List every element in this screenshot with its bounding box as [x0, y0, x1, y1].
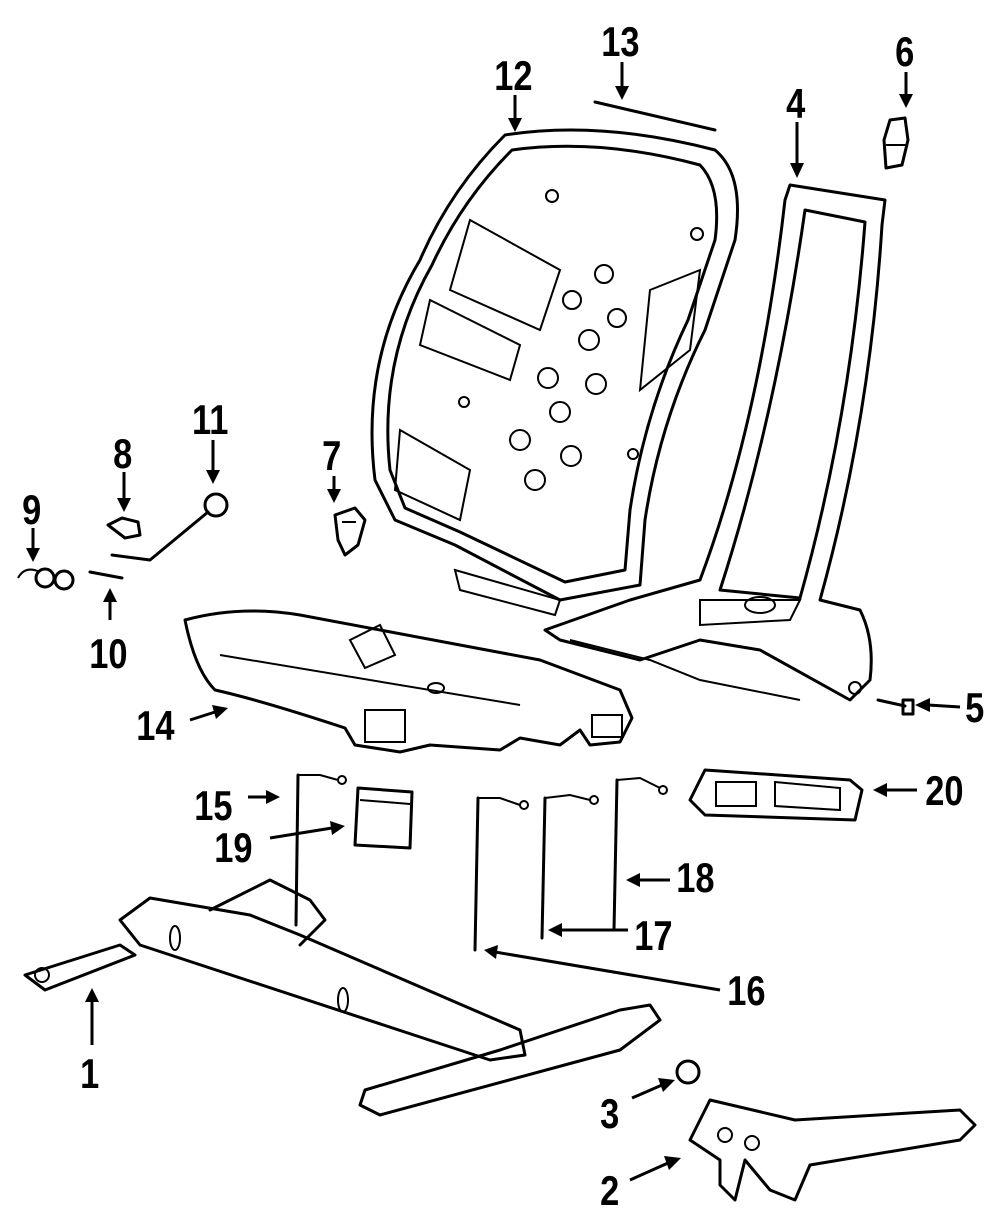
part-3-knob — [675, 1059, 701, 1085]
part-17-rod — [540, 793, 599, 940]
callout-2: 2 — [600, 1168, 619, 1215]
part-10-pin — [88, 570, 124, 580]
part-14-seat-pan — [183, 609, 634, 754]
part-9-nut — [17, 567, 75, 591]
part-11-spring — [110, 492, 229, 562]
callout-4: 4 — [786, 81, 806, 128]
callout-8: 8 — [113, 431, 132, 478]
part-8-clip — [106, 516, 142, 540]
callout-11: 11 — [192, 397, 228, 444]
callout-9: 9 — [22, 487, 41, 534]
callout-7: 7 — [322, 433, 341, 480]
callout-19: 19 — [214, 825, 252, 872]
part-16-rod — [473, 796, 529, 952]
callout-12: 12 — [494, 53, 532, 100]
callout-14: 14 — [136, 703, 175, 750]
part-5-bolt — [876, 698, 915, 716]
part-1-seat-track — [23, 878, 662, 1117]
callout-16: 16 — [727, 968, 765, 1015]
callout-20: 20 — [925, 768, 963, 815]
callout-3: 3 — [600, 1091, 619, 1138]
callout-6: 6 — [895, 29, 914, 76]
callout-1: 1 — [80, 1051, 99, 1098]
callout-5: 5 — [965, 685, 984, 732]
part-7-bracket — [333, 506, 367, 557]
part-15-rod — [294, 773, 347, 927]
part-6-clip — [882, 116, 910, 170]
part-20-bracket — [688, 768, 864, 822]
leader-arrows — [26, 62, 961, 1182]
callout-18: 18 — [676, 855, 714, 902]
part-2-bracket — [688, 1098, 977, 1202]
part-19-pad — [353, 786, 414, 850]
callout-10: 10 — [89, 631, 127, 678]
callout-labels: 1 2 3 4 5 6 7 8 9 10 11 12 13 14 15 16 1… — [22, 19, 984, 1215]
part-4-seatback-frame — [543, 183, 887, 702]
callout-15: 15 — [194, 783, 232, 830]
callout-17: 17 — [634, 913, 672, 960]
part-12-seatback-cushion — [370, 128, 739, 617]
part-13-rod — [593, 100, 717, 132]
part-18-rod — [612, 776, 668, 932]
callout-13: 13 — [601, 19, 639, 66]
